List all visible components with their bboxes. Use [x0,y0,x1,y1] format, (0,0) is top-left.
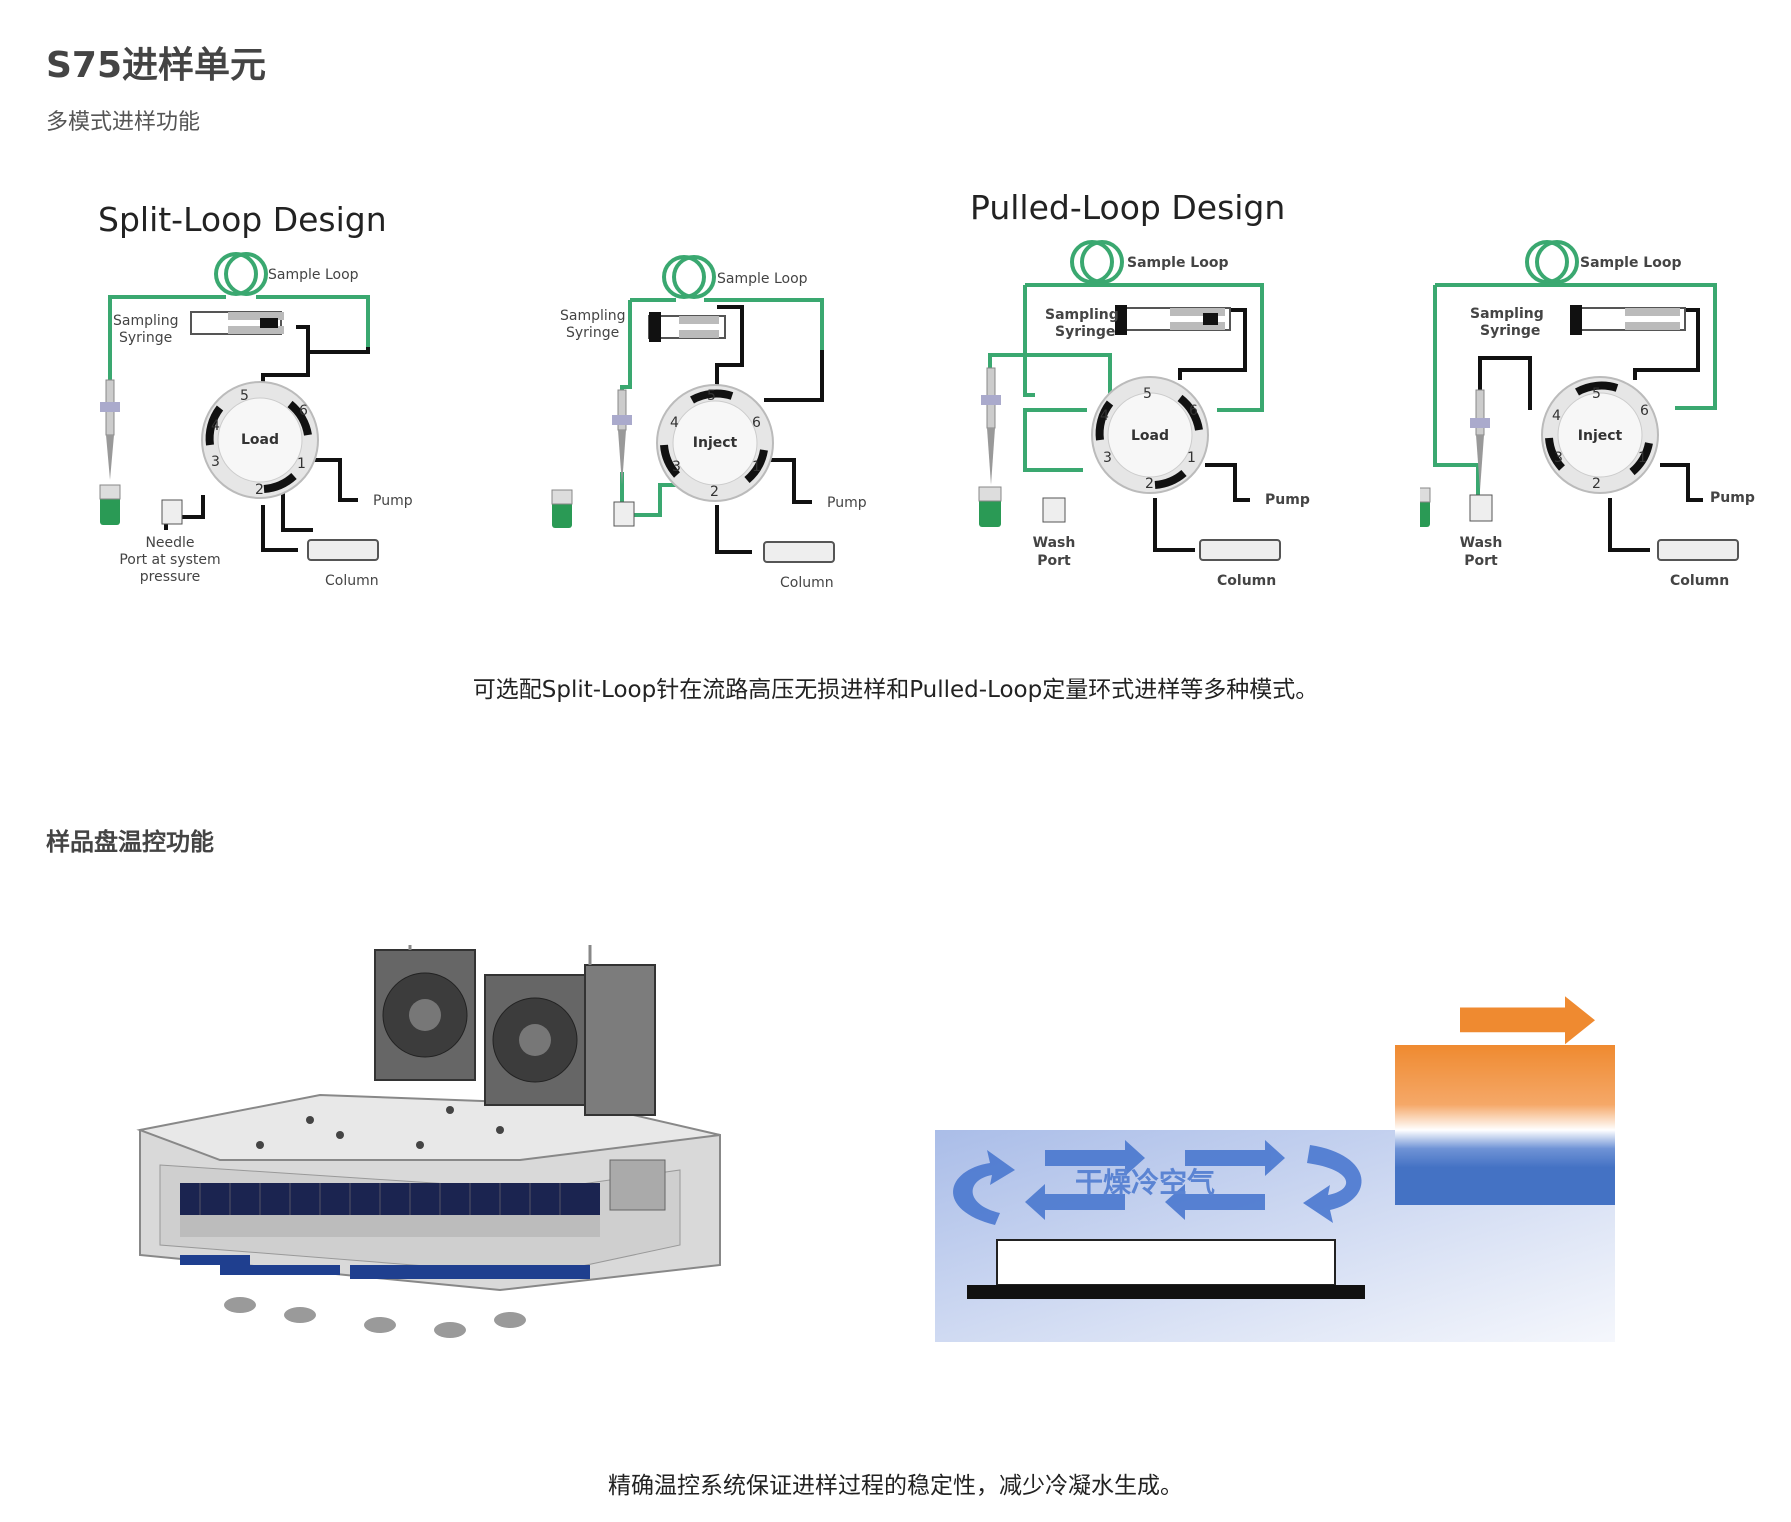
pump-label: Pump [373,493,413,509]
valve-port-1: 1 [297,456,306,472]
valve-port-3: 3 [672,459,681,475]
needle-port-label-line1: Needle [145,535,194,551]
valve-port-4: 4 [1100,408,1109,424]
valve-port-5: 5 [707,388,716,404]
valve-port-1: 1 [752,459,761,475]
page-title: S75进样单元 [46,45,267,86]
sample-loop-label: Sample Loop [1127,255,1229,271]
sample-loop-label: Sample Loop [717,271,808,287]
needle-port-label-line3: pressure [140,569,200,585]
autosampler-tray-image [136,945,721,1338]
column-label: Column [780,575,834,591]
needle-port-label-line2: Port at system [119,552,220,568]
syringe-label-line1: Sampling [560,308,626,324]
wash-port-label-line2: Port [1464,553,1498,569]
section-title-temperature: 样品盘温控功能 [46,828,214,856]
syringe-label-line2: Syringe [1480,323,1540,339]
valve-mode-label: Inject [693,435,738,451]
temperature-control-caption: 精确温控系统保证进样过程的稳定性，减少冷凝水生成。 [608,1473,1183,1499]
syringe-label-line1: Sampling [1045,307,1119,323]
valve-port-2: 2 [255,482,264,498]
syringe-label-line2: Syringe [566,325,619,341]
valve-port-2: 2 [1592,476,1601,492]
syringe-label-line2: Syringe [1055,324,1115,340]
wash-port-label-line1: Wash [1033,535,1076,551]
split-loop-inject-diagram: Inject 5 6 4 3 1 2 Sample Loop Sampling … [551,255,867,591]
valve-port-5: 5 [1143,386,1152,402]
pulled-loop-inject-diagram: Inject 5 6 4 3 1 2 Sample Loop Sampling … [1420,240,1755,589]
valve-port-5: 5 [1592,386,1601,402]
injection-modes-caption: 可选配Split-Loop针在流路高压无损进样和Pulled-Loop定量环式进… [472,677,1319,703]
pump-label: Pump [1710,490,1755,506]
page-subtitle: 多模式进样功能 [46,110,201,135]
pump-label: Pump [1265,492,1310,508]
valve-port-4: 4 [211,418,220,434]
split-loop-title: Split-Loop Design [98,200,387,239]
column-label: Column [1670,573,1729,589]
valve-port-4: 4 [1552,408,1561,424]
valve-port-3: 3 [1103,450,1112,466]
valve-port-6: 6 [752,415,761,431]
valve-port-1: 1 [1638,450,1647,466]
valve-port-2: 2 [1145,476,1154,492]
dry-cold-air-diagram: 干燥冷空气 [935,996,1615,1342]
valve-port-1: 1 [1187,450,1196,466]
valve-port-5: 5 [240,388,249,404]
syringe-label-line1: Sampling [1470,306,1544,322]
valve-mode-label: Load [241,432,279,448]
wash-port-label-line1: Wash [1460,535,1503,551]
valve-port-4: 4 [670,415,679,431]
valve-port-3: 3 [211,454,220,470]
syringe-label-line1: Sampling [113,313,179,329]
pulled-loop-title: Pulled-Loop Design [970,188,1286,227]
wash-port-label-line2: Port [1037,553,1071,569]
sample-loop-label: Sample Loop [268,267,359,283]
valve-mode-label: Inject [1578,428,1623,444]
valve-port-2: 2 [710,484,719,500]
syringe-label-line2: Syringe [119,330,172,346]
column-label: Column [325,573,379,589]
valve-mode-label: Load [1131,428,1169,444]
dry-cold-air-label: 干燥冷空气 [1075,1166,1215,1199]
valve-port-3: 3 [1554,450,1563,466]
sample-loop-label: Sample Loop [1580,255,1682,271]
valve-port-6: 6 [1640,403,1649,419]
valve-port-6: 6 [1189,403,1198,419]
pump-label: Pump [827,495,867,511]
column-label: Column [1217,573,1276,589]
valve-port-6: 6 [299,403,308,419]
pulled-loop-load-diagram: Load 5 6 4 3 1 2 Sample Loop Sampling Sy… [978,240,1310,589]
split-loop-load-diagram: Load 5 6 4 3 1 2 Sample Loop Sampling Sy… [99,252,413,589]
